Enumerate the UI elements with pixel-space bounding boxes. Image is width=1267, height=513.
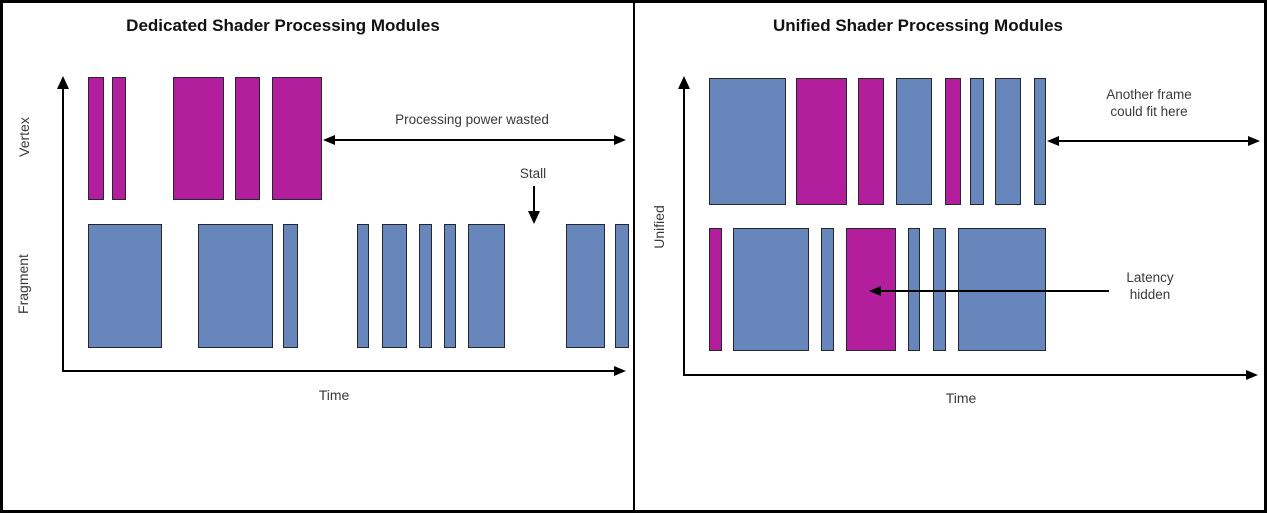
unified-fragment-bar bbox=[995, 78, 1021, 205]
latency-annotation: Latency hidden bbox=[1075, 269, 1225, 303]
fragment-axis-label: Fragment bbox=[15, 254, 31, 314]
dedicated-fragment-bar bbox=[382, 224, 407, 348]
dedicated-vertex-bar bbox=[112, 77, 126, 200]
dedicated-vertex-bar bbox=[173, 77, 224, 200]
dedicated-vertex-bar bbox=[272, 77, 322, 200]
frame-annotation-line2: could fit here bbox=[1110, 104, 1188, 119]
vertex-axis-label: Vertex bbox=[16, 117, 32, 157]
dedicated-fragment-bar bbox=[357, 224, 369, 348]
frame-annotation-line1: Another frame bbox=[1106, 87, 1192, 102]
stall-annotation: Stall bbox=[519, 166, 547, 181]
dedicated-vertex-bar bbox=[88, 77, 104, 200]
left-x-axis-line bbox=[62, 370, 615, 372]
dedicated-fragment-bar bbox=[615, 224, 629, 348]
dedicated-fragment-bar bbox=[566, 224, 605, 348]
right-y-axis-line bbox=[683, 87, 685, 376]
right-y-axis-arrowhead-icon bbox=[678, 76, 690, 89]
right-x-axis-arrowhead-icon bbox=[1246, 370, 1258, 380]
wasted-arrowhead-left-icon bbox=[323, 135, 335, 145]
dedicated-fragment-bar bbox=[283, 224, 298, 348]
unified-fragment-bar bbox=[733, 228, 809, 351]
right-x-axis-line bbox=[683, 374, 1247, 376]
dedicated-fragment-bar bbox=[444, 224, 456, 348]
dedicated-fragment-bar bbox=[198, 224, 273, 348]
unified-vertex-bar bbox=[709, 228, 722, 351]
unified-vertex-bar bbox=[945, 78, 961, 205]
wasted-annotation: Processing power wasted bbox=[395, 112, 549, 127]
stall-arrow-line bbox=[533, 186, 535, 213]
dedicated-fragment-bar bbox=[88, 224, 162, 348]
stall-arrowhead-icon bbox=[528, 211, 540, 224]
unified-fragment-bar bbox=[1034, 78, 1046, 205]
left-y-axis-arrowhead-icon bbox=[57, 76, 69, 89]
panel-divider bbox=[633, 3, 635, 510]
unified-fragment-bar bbox=[709, 78, 786, 205]
unified-vertex-bar bbox=[858, 78, 884, 205]
unified-axis-label: Unified bbox=[651, 205, 667, 249]
frame-annotation: Another frame could fit here bbox=[1049, 86, 1249, 120]
left-x-axis-arrowhead-icon bbox=[614, 366, 626, 376]
dedicated-fragment-bar bbox=[419, 224, 432, 348]
frame-arrow-line bbox=[1057, 140, 1250, 142]
unified-fragment-bar bbox=[958, 228, 1046, 351]
frame-arrowhead-right-icon bbox=[1248, 136, 1260, 146]
right-panel-title: Unified Shader Processing Modules bbox=[772, 16, 1063, 35]
wasted-arrow-line bbox=[333, 139, 616, 141]
right-time-label: Time bbox=[945, 390, 977, 406]
left-panel-title: Dedicated Shader Processing Modules bbox=[126, 16, 440, 35]
wasted-arrowhead-right-icon bbox=[614, 135, 626, 145]
dedicated-fragment-bar bbox=[468, 224, 505, 348]
unified-vertex-bar bbox=[796, 78, 847, 205]
unified-fragment-bar bbox=[970, 78, 984, 205]
frame-arrowhead-left-icon bbox=[1047, 136, 1059, 146]
left-y-axis-line bbox=[62, 87, 64, 372]
latency-annotation-line2: hidden bbox=[1129, 287, 1171, 302]
unified-fragment-bar bbox=[896, 78, 932, 205]
dedicated-vertex-bar bbox=[235, 77, 260, 200]
unified-fragment-bar bbox=[933, 228, 946, 351]
left-time-label: Time bbox=[318, 387, 350, 403]
unified-vertex-bar bbox=[846, 228, 896, 351]
unified-fragment-bar bbox=[821, 228, 834, 351]
unified-fragment-bar bbox=[908, 228, 920, 351]
latency-annotation-line1: Latency bbox=[1126, 270, 1174, 285]
